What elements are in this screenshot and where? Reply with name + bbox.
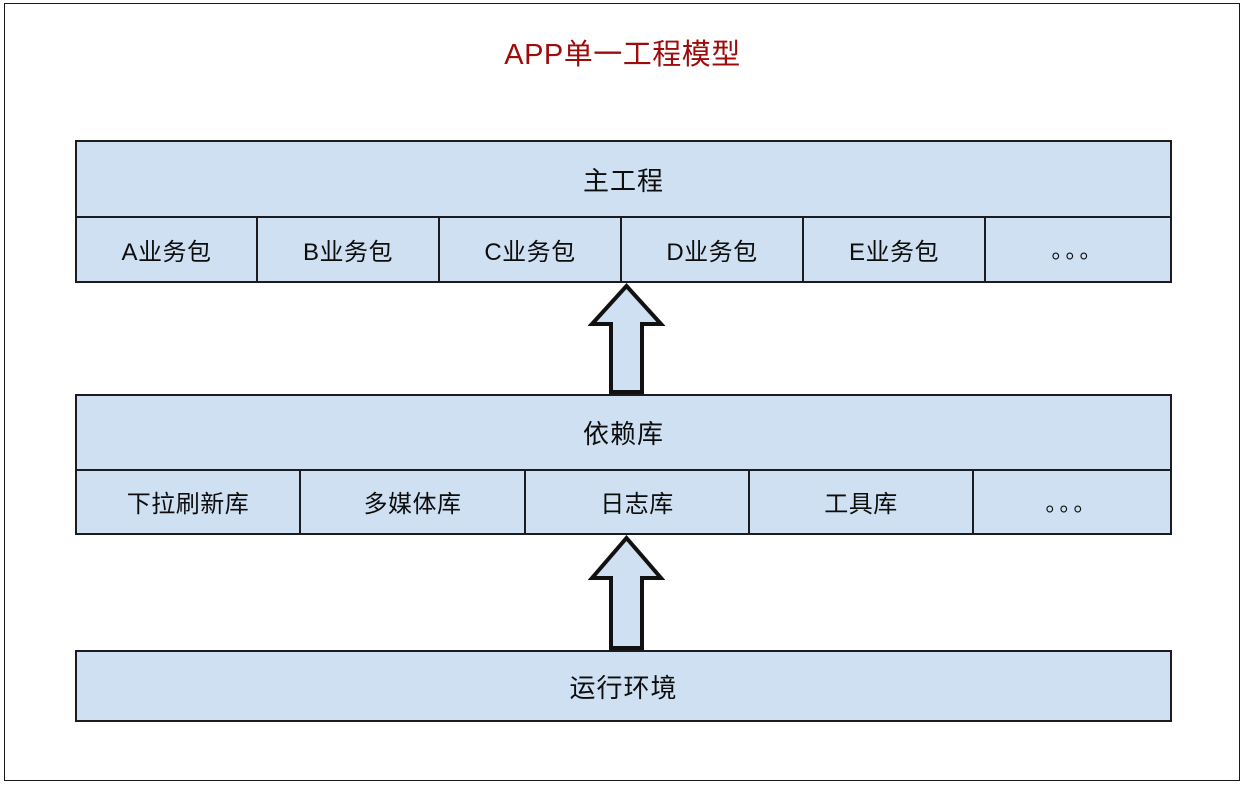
arrow-runtime-to-deps-icon [588, 535, 665, 651]
layer-cells-dependency-libraries: 下拉刷新库 多媒体库 日志库 工具库 。。。 [77, 469, 1170, 533]
outer-frame [4, 3, 1240, 781]
cell-business-package-c[interactable]: C业务包 [440, 218, 622, 281]
arrow-deps-to-main-icon [588, 283, 665, 395]
cell-dependency-library-more[interactable]: 。。。 [1045, 490, 1099, 516]
cell-multimedia-library[interactable]: 多媒体库 [301, 471, 526, 533]
layer-header-runtime-environment: 运行环境 [569, 672, 678, 703]
layer-box-main-project: 主工程 A业务包 B业务包 C业务包 D业务包 E业务包 。。。 [75, 140, 1172, 283]
cell-pull-to-refresh-library[interactable]: 下拉刷新库 [77, 471, 301, 533]
cell-business-package-more[interactable]: 。。。 [1051, 238, 1105, 264]
layer-cells-main-project: A业务包 B业务包 C业务包 D业务包 E业务包 。。。 [77, 216, 1170, 281]
cell-business-package-d[interactable]: D业务包 [622, 218, 804, 281]
layer-box-dependency-libraries: 依赖库 下拉刷新库 多媒体库 日志库 工具库 。。。 [75, 394, 1172, 535]
layer-header-dependency-libraries: 依赖库 [582, 419, 664, 449]
page-title: APP单一工程模型 [504, 39, 741, 71]
layer-box-runtime-environment: 运行环境 [75, 650, 1172, 722]
cell-business-package-a[interactable]: A业务包 [77, 218, 258, 281]
cell-tools-library[interactable]: 工具库 [750, 471, 974, 533]
layer-header-main-project: 主工程 [582, 165, 664, 196]
cell-business-package-b[interactable]: B业务包 [258, 218, 440, 281]
cell-logging-library[interactable]: 日志库 [526, 471, 750, 533]
cell-business-package-e[interactable]: E业务包 [804, 218, 986, 281]
